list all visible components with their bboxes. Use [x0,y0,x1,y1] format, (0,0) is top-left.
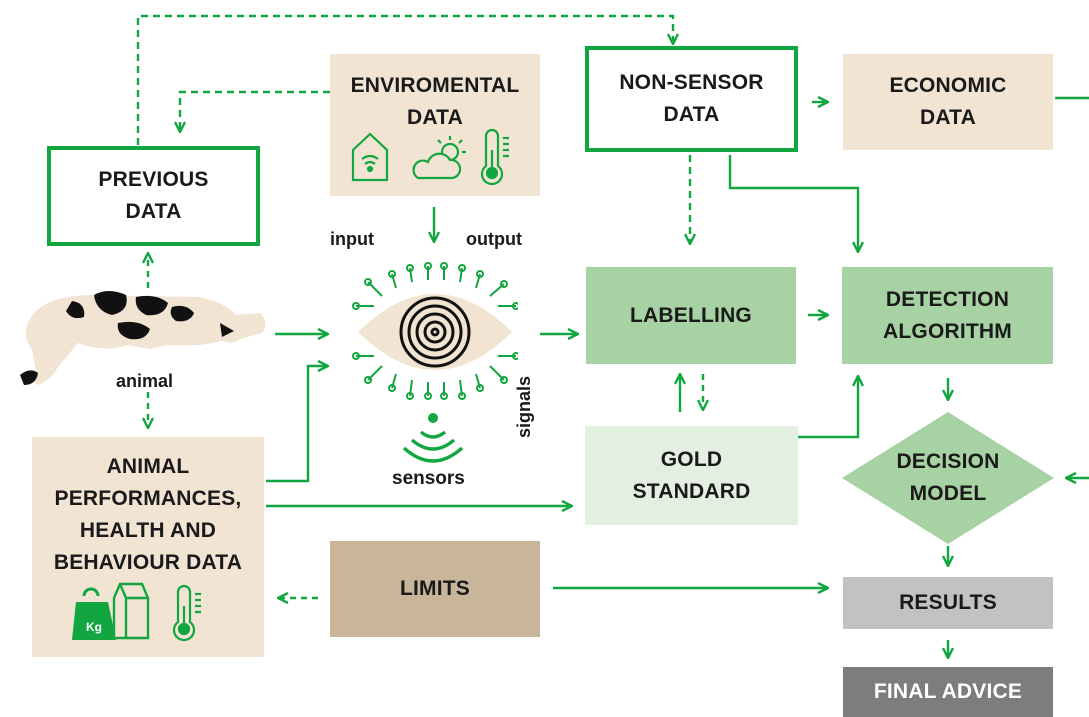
gold-standard-label: GOLD STANDARD [632,447,751,503]
previous-data-box: PREVIOUS DATA [47,146,260,246]
environmental-data-label: ENVIROMENTAL DATA [350,74,520,129]
detection-algorithm-box: DETECTION ALGORITHM [842,267,1053,364]
final-advice-label: FINAL ADVICE [873,680,1023,703]
results-label: RESULTS [899,591,997,614]
limits-label: LIMITS [399,577,471,600]
labelling-box: LABELLING [586,267,796,364]
decision-model-label: DECISION MODEL [896,450,1000,505]
arrow-nonsensor-to-detection [728,155,858,252]
input-label: input [330,229,374,249]
milk-carton-icon [112,582,150,640]
thermometer-icon [480,128,509,186]
cow-icon [20,291,266,385]
animal-performances-label: ANIMAL PERFORMANCES, HEALTH AND BEHAVIOU… [53,455,243,574]
gold-standard-box: GOLD STANDARD [585,426,798,525]
arrow-previous-to-nonsensor [136,14,673,145]
limits-box: LIMITS [330,541,540,637]
labelling-label: LABELLING [630,303,752,327]
economic-data-label: ECONOMIC DATA [889,74,1007,129]
decision-model-box: DECISION MODEL [862,446,1034,510]
arrow-performances-to-sensor [266,366,328,483]
sensors-label: sensors [392,468,465,489]
barn-sensor-icon [351,132,389,182]
non-sensor-data-box: NON-SENSOR DATA [585,46,798,152]
output-label: output [466,229,522,249]
economic-data-box: ECONOMIC DATA [843,54,1053,150]
previous-data-label: PREVIOUS DATA [98,168,209,223]
signals-label: signals [514,375,534,438]
cloud-sun-icon [412,136,466,180]
final-advice-box: FINAL ADVICE [843,667,1053,717]
results-box: RESULTS [843,577,1053,629]
arrow-gold-to-detection [798,376,858,439]
arrow-environment-to-previous [180,90,330,132]
sensor-eye-icon [352,262,518,400]
non-sensor-data-label: NON-SENSOR DATA [619,71,764,126]
thermometer-icon [172,584,201,642]
weight-kg-label: Kg [86,620,102,634]
weight-icon: Kg [72,587,116,640]
detection-algorithm-label: DETECTION ALGORITHM [883,287,1012,343]
wireless-signal-icon [402,413,464,463]
animal-label: animal [116,371,174,391]
